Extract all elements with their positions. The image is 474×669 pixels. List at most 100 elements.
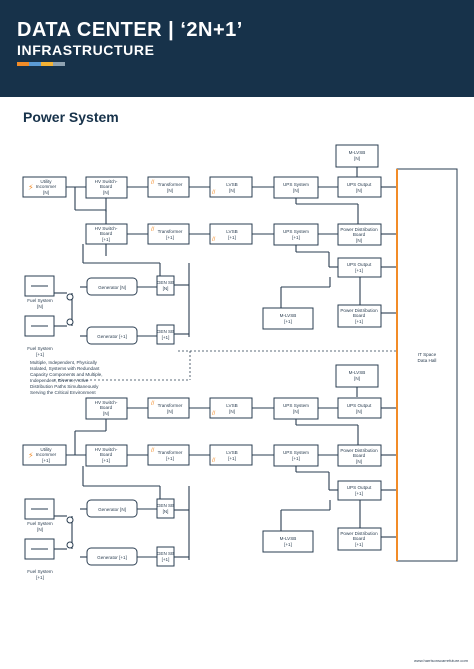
hv-n-label-2: Board	[100, 184, 113, 189]
hv-switchboard-n	[85, 176, 128, 199]
fuel-n-b-label-2: [N]	[37, 527, 43, 532]
transformer-n-label-2: [N]	[167, 188, 173, 193]
lvsb-n-b-label-1: LVSB	[226, 403, 237, 408]
accent-bar-yellow	[41, 62, 53, 66]
hv-n1-b-label-1: HV Switch-	[95, 447, 118, 452]
it-space-label-2: Data Hall	[418, 358, 437, 363]
fuel-n1-label-2: [+1]	[36, 352, 44, 357]
pdb-n1-label-2: Board	[353, 313, 366, 318]
upsout-n1-label-1: UPS Output	[347, 262, 372, 267]
transformer-n1-label-1: Transformer	[158, 229, 183, 234]
upsout-n1-b-label-2: [+1]	[355, 491, 363, 496]
lvsb-n-b-icon: //	[212, 411, 216, 417]
gensb-n1-label-1: GEN SB	[157, 329, 174, 334]
hv-n1-label-1: HV Switch-	[95, 226, 118, 231]
utility-n-label-3: [N]	[43, 190, 49, 195]
lvsb-n1-b-label-2: [+1]	[228, 456, 236, 461]
generator-n1-b	[86, 547, 138, 566]
utility-incommer-n1	[22, 444, 67, 466]
ups-n1-label-2: [+1]	[292, 235, 300, 240]
pdb-n-label-3: [N]	[356, 238, 362, 243]
lvsb-n1-b-icon: //	[212, 458, 216, 464]
transformer-n	[147, 176, 190, 198]
accent-bar-grey	[53, 62, 65, 66]
generator-n1-label: Generator [+1]	[97, 334, 127, 339]
utility-n-label-1: Utility	[40, 179, 52, 184]
upsout-n1-b-label-1: UPS Output	[347, 485, 372, 490]
upsout-n-label-1: UPS Output	[347, 182, 372, 187]
pdb-n1-label-3: [+1]	[355, 319, 363, 324]
pdb-n-b-label-1: Power Distribution	[340, 448, 378, 453]
utility-n-label-2: Incommer	[36, 184, 57, 189]
pump-icon	[66, 516, 74, 524]
ups-n-b-label-2: [N]	[293, 409, 299, 414]
m-lvsb-n1	[262, 307, 314, 330]
upsout-n-b-label-1: UPS Output	[347, 403, 372, 408]
pump-icon	[66, 293, 74, 301]
ups-system-n-b	[273, 397, 319, 420]
hv-n-b-label-2: Board	[100, 405, 113, 410]
generator-n-label: Generator [N]	[98, 285, 126, 290]
utility-n1-label-2: Incommer	[36, 452, 57, 457]
transformer-n-b-label-2: [N]	[167, 409, 173, 414]
header-banner: DATA CENTER | ‘2N+1’ INFRASTRUCTURE	[0, 0, 474, 97]
it-space-data-hall	[396, 168, 458, 562]
lvsb-n1-label-1: LVSB	[226, 229, 237, 234]
hv-switchboard-n-b	[85, 397, 128, 420]
gen-sb-n	[156, 275, 175, 296]
generator-n-b	[86, 499, 138, 518]
lvsb-n1-label-2: [+1]	[228, 235, 236, 240]
transformer-n1-label-2: [+1]	[166, 235, 174, 240]
transformer-n-label-1: Transformer	[158, 182, 183, 187]
pdb-n1-b-label-3: [+1]	[355, 542, 363, 547]
pdb-n1-b-label-1: Power Distribution	[340, 531, 378, 536]
note-line-6: Serving the Critical Environment	[30, 390, 96, 395]
wires-bottom	[54, 387, 397, 560]
gensb-n-b-label-1: GEN SB	[157, 503, 174, 508]
generator-n-b-label: Generator [N]	[98, 507, 126, 512]
ups-n-b-label-1: UPS System	[283, 403, 309, 408]
mlvsb-n1-label-1: M-LVSB	[280, 313, 297, 318]
m-lvsb-n1-b	[262, 530, 314, 553]
pdb-n1	[337, 304, 382, 328]
mlvsb-n1-b-label-1: M-LVSB	[280, 536, 297, 541]
upsout-n-b-label-2: [N]	[356, 409, 362, 414]
gensb-n1-label-2: [+1]	[162, 335, 170, 340]
hv-n-label-3: [N]	[103, 190, 109, 195]
ups-output-n	[337, 176, 382, 198]
hv-n1-label-3: [+1]	[102, 237, 110, 242]
pdb-n-b-label-3: [N]	[356, 459, 362, 464]
mlvsb-n1-b-label-2: [+1]	[284, 542, 292, 547]
dashed-boundary	[54, 350, 397, 381]
lvsb-n-b-label-2: [N]	[229, 409, 235, 414]
lvsb-n1-b	[209, 444, 253, 466]
transformer-n1-icon: //	[151, 227, 155, 233]
ups-system-n1	[273, 223, 319, 246]
fuel-n1-b-label-1: Fuel System	[27, 569, 53, 574]
gensb-n-label-2: [N]	[163, 286, 169, 291]
section-title: Power System	[23, 109, 119, 125]
note-line-4: Independent, Diverse, Active	[30, 378, 89, 383]
ups-output-n1	[337, 257, 382, 278]
lvsb-n-icon: //	[212, 190, 216, 196]
pdb-n1-label-1: Power Distribution	[340, 308, 378, 313]
lvsb-n	[209, 176, 253, 198]
transformer-n1-b	[147, 444, 190, 466]
utility-n1-label-1: Utility	[40, 447, 52, 452]
pdb-n1-b-label-2: Board	[353, 536, 366, 541]
accent-bars	[17, 62, 65, 66]
ups-output-n-b	[337, 397, 382, 419]
utility-n1-label-3: [+1]	[42, 458, 50, 463]
note-line-2: Isolated, Systems with Redundant	[30, 366, 100, 371]
ups-n-label-2: [N]	[293, 188, 299, 193]
transformer-n1	[147, 223, 190, 245]
m-lvsb-n	[335, 144, 379, 168]
note-line-1: Multiple, Independent, Physically	[30, 360, 98, 365]
hv-n1-b-label-3: [+1]	[102, 458, 110, 463]
transformer-n1-b-label-1: Transformer	[158, 450, 183, 455]
generator-n1-b-label: Generator [+1]	[97, 555, 127, 560]
pdb-n-b	[337, 444, 382, 467]
utility-incommer-n	[22, 176, 67, 198]
ups-n-label-1: UPS System	[283, 182, 309, 187]
transformer-n-b-icon: //	[151, 401, 155, 407]
